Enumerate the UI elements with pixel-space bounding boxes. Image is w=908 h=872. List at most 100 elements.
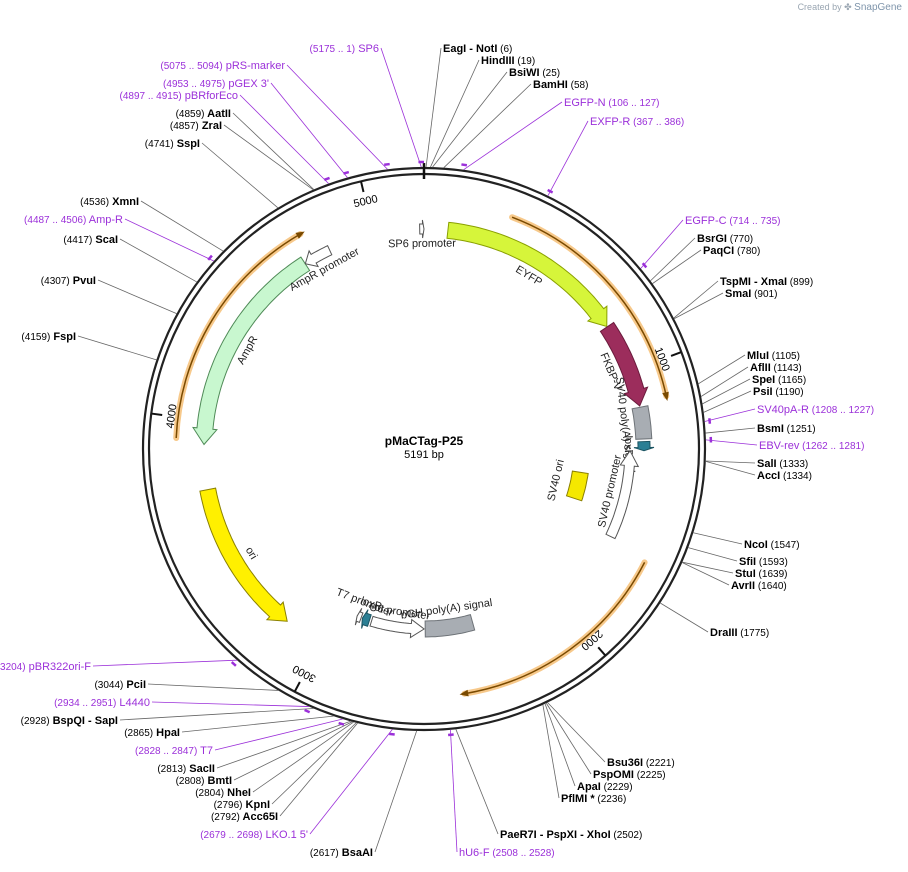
enzyme-label[interactable]: NcoI (1547): [744, 539, 800, 551]
enzyme-label[interactable]: (2813) SacII: [157, 763, 215, 775]
enzyme-label[interactable]: (2928) BspQI - SapI: [21, 715, 118, 727]
enzyme-label[interactable]: BsiWI (25): [509, 67, 560, 79]
enzyme-label[interactable]: TspMI - XmaI (899): [720, 276, 813, 288]
feature-ori[interactable]: [199, 487, 288, 622]
feature-eyfp[interactable]: [446, 221, 608, 328]
site-position: (5175 .. 1): [310, 44, 356, 55]
enzyme-label[interactable]: (2617) BsaAI: [310, 847, 373, 859]
site-position: (1165): [775, 375, 806, 386]
primer-label[interactable]: EBV-rev (1262 .. 1281): [759, 440, 864, 452]
feature-fkbp-v[interactable]: [599, 321, 649, 407]
enzyme-label[interactable]: SfiI (1593): [739, 556, 788, 568]
primer-binding-mark: [547, 188, 554, 194]
feature-sv40-poly-a-signal[interactable]: [631, 405, 653, 440]
enzyme-label[interactable]: (4857) ZraI: [170, 120, 222, 132]
site-name: EXFP-R: [590, 116, 630, 128]
primer-binding-mark: [343, 170, 350, 175]
enzyme-leader-line: [544, 703, 576, 787]
orf-arc: [464, 562, 646, 695]
enzyme-label[interactable]: (4741) SspI: [145, 138, 200, 150]
tick-label: 5000: [352, 193, 379, 210]
enzyme-label[interactable]: HindIII (19): [481, 55, 535, 67]
primer-label[interactable]: EGFP-N (106 .. 127): [564, 97, 659, 109]
primer-label[interactable]: hU6-F (2508 .. 2528): [459, 847, 555, 859]
enzyme-leader-line: [443, 83, 532, 168]
site-position: (2934 .. 2951): [54, 698, 116, 709]
site-position: (4897 .. 4915): [119, 91, 181, 102]
primer-label[interactable]: (5075 .. 5094) pRS-marker: [160, 60, 285, 72]
primer-label[interactable]: (3185 .. 3204) pBR322ori-F: [0, 661, 91, 673]
feature-t7-promoter[interactable]: [354, 608, 364, 626]
enzyme-leader-line: [705, 460, 756, 476]
primer-label[interactable]: (4487 .. 4506) Amp-R: [24, 214, 123, 226]
enzyme-label[interactable]: (4159) FspI: [21, 331, 76, 343]
enzyme-label[interactable]: (3044) PciI: [94, 679, 146, 691]
site-position: (2865): [124, 728, 153, 739]
watermark-brand: SnapGene: [854, 2, 902, 13]
primer-label[interactable]: (5175 .. 1) SP6: [310, 43, 379, 55]
enzyme-label[interactable]: StuI (1639): [735, 568, 787, 580]
primer-label[interactable]: (2828 .. 2847) T7: [135, 745, 213, 757]
enzyme-label[interactable]: PflMI * (2236): [561, 793, 626, 805]
enzyme-label[interactable]: Bsu36I (2221): [607, 757, 675, 769]
primer-label[interactable]: EXFP-R (367 .. 386): [590, 116, 684, 128]
enzyme-label[interactable]: BamHI (58): [533, 79, 588, 91]
enzyme-label[interactable]: ApaI (2229): [577, 781, 633, 793]
primer-label[interactable]: (2679 .. 2698) LKO.1 5': [200, 829, 308, 841]
feature-bgh-poly-a-signal[interactable]: [424, 613, 476, 638]
enzyme-label[interactable]: SmaI (901): [725, 288, 777, 300]
site-name: EGFP-C: [685, 215, 727, 227]
primer-label[interactable]: SV40pA-R (1208 .. 1227): [757, 404, 874, 416]
primer-leader-line: [151, 701, 310, 707]
enzyme-label[interactable]: EagI - NotI (6): [443, 43, 512, 55]
primer-binding-mark: [389, 732, 395, 736]
feature-ampr-promoter[interactable]: [304, 245, 333, 268]
enzyme-label[interactable]: MluI (1105): [747, 350, 800, 362]
site-name: AatII: [205, 108, 232, 120]
enzyme-label[interactable]: (4417) ScaI: [63, 234, 118, 246]
primer-leader-line: [547, 120, 589, 196]
primer-label[interactable]: (2934 .. 2951) L4440: [54, 697, 150, 709]
site-name: hU6-F: [459, 847, 490, 859]
enzyme-label[interactable]: SpeI (1165): [752, 374, 806, 386]
site-name: PaeR7I - PspXI - XhoI: [500, 829, 611, 841]
site-name: AflII: [750, 362, 771, 374]
feature-sp6-promoter[interactable]: [419, 219, 425, 239]
enzyme-leader-line: [660, 602, 709, 633]
primer-label[interactable]: EGFP-C (714 .. 735): [685, 215, 780, 227]
feature-u6-promoter[interactable]: [369, 615, 425, 639]
feature-sv40-promoter[interactable]: [605, 449, 640, 540]
feature-loxp[interactable]: [633, 440, 655, 452]
enzyme-label[interactable]: (4536) XmnI: [80, 196, 139, 208]
enzyme-label[interactable]: AflII (1143): [750, 362, 802, 374]
site-position: (1208 .. 1227): [809, 405, 874, 416]
enzyme-label[interactable]: AvrII (1640): [731, 580, 787, 592]
enzyme-label[interactable]: PaqCI (780): [703, 245, 760, 257]
enzyme-label[interactable]: (2865) HpaI: [124, 727, 180, 739]
enzyme-label[interactable]: PsiI (1190): [753, 386, 804, 398]
enzyme-label[interactable]: PaeR7I - PspXI - XhoI (2502): [500, 829, 642, 841]
primer-label[interactable]: (4897 .. 4915) pBRforEco: [119, 90, 238, 102]
enzyme-label[interactable]: AccI (1334): [757, 470, 812, 482]
enzyme-leader-line: [147, 683, 279, 691]
enzyme-label[interactable]: (4859) AatII: [176, 108, 231, 120]
site-name: SP6: [355, 43, 379, 55]
enzyme-label[interactable]: (2796) KpnI: [214, 799, 270, 811]
enzyme-label[interactable]: (4307) PvuI: [41, 275, 96, 287]
enzyme-label[interactable]: DraIII (1775): [710, 627, 769, 639]
site-position: (6): [497, 44, 512, 55]
primer-binding-mark: [384, 162, 390, 167]
enzyme-label[interactable]: PspOMI (2225): [593, 769, 666, 781]
site-name: Acc65I: [240, 811, 278, 823]
enzyme-label[interactable]: (2808) BmtI: [176, 775, 232, 787]
enzyme-label[interactable]: SalI (1333): [757, 458, 808, 470]
primer-label[interactable]: (4953 .. 4975) pGEX 3': [163, 78, 269, 90]
feature-loxp[interactable]: [361, 609, 372, 629]
orf-arc-glow: [461, 559, 648, 697]
enzyme-label[interactable]: (2804) NheI: [195, 787, 251, 799]
enzyme-leader-line: [425, 47, 442, 168]
feature-sv40-ori[interactable]: [565, 470, 589, 502]
enzyme-label[interactable]: BsrGI (770): [697, 233, 753, 245]
enzyme-label[interactable]: (2792) Acc65I: [211, 811, 278, 823]
enzyme-label[interactable]: BsmI (1251): [757, 423, 816, 435]
